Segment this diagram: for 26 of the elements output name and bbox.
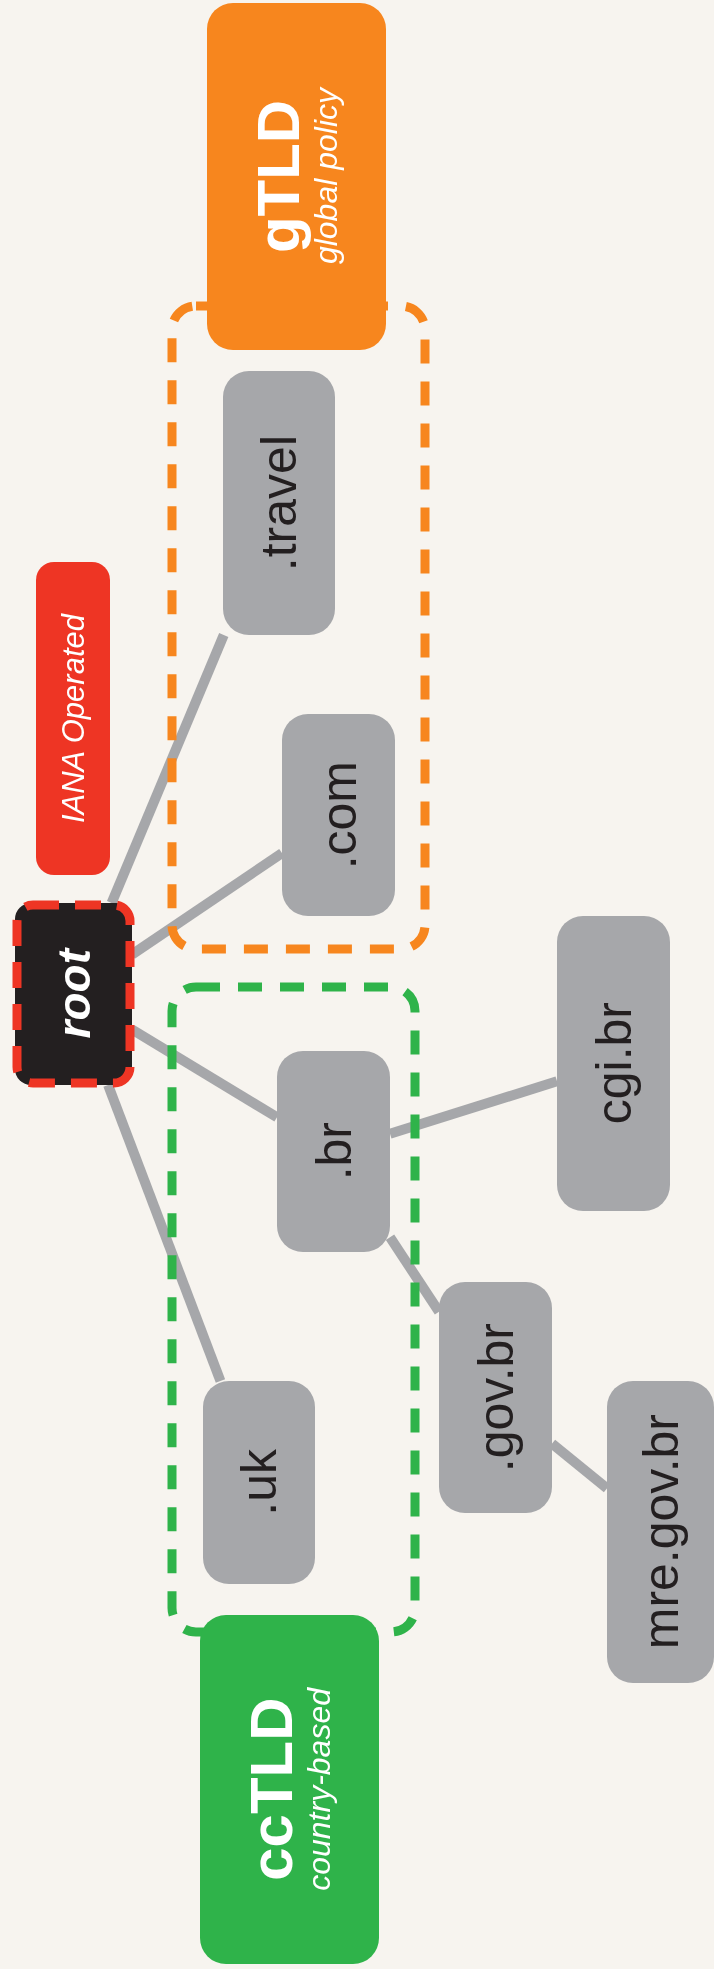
category-title: gTLD: [248, 98, 309, 256]
domain-box: [607, 1381, 714, 1683]
domain-box: [203, 1381, 315, 1584]
domain-box: [223, 371, 335, 635]
node-label: .travel: [254, 434, 304, 572]
note-box: [36, 562, 110, 875]
domain-box: [277, 1051, 390, 1252]
category-box: [207, 3, 386, 350]
category-subtitle: country-based: [301, 1688, 338, 1891]
domain-box: [439, 1282, 552, 1513]
node-label: .com: [313, 760, 364, 870]
domain-box: [557, 916, 670, 1211]
node-label: .gov.br: [470, 1322, 521, 1473]
domain-box: [282, 714, 395, 916]
node-label: .br: [308, 1122, 359, 1181]
connector-line: [103, 1083, 226, 1383]
connector-line: [106, 633, 229, 905]
node-label: .uk: [234, 1449, 284, 1516]
node-label: mre.gov.br: [635, 1414, 686, 1650]
node-label: cgi.br: [588, 1002, 639, 1125]
connector-line: [388, 1076, 559, 1139]
category-box: [200, 1615, 379, 1964]
node-label: root: [50, 949, 97, 1039]
category-title: ccTLD: [241, 1696, 302, 1884]
node-label: IANA Operated: [57, 613, 89, 824]
root-box: [15, 903, 132, 1085]
